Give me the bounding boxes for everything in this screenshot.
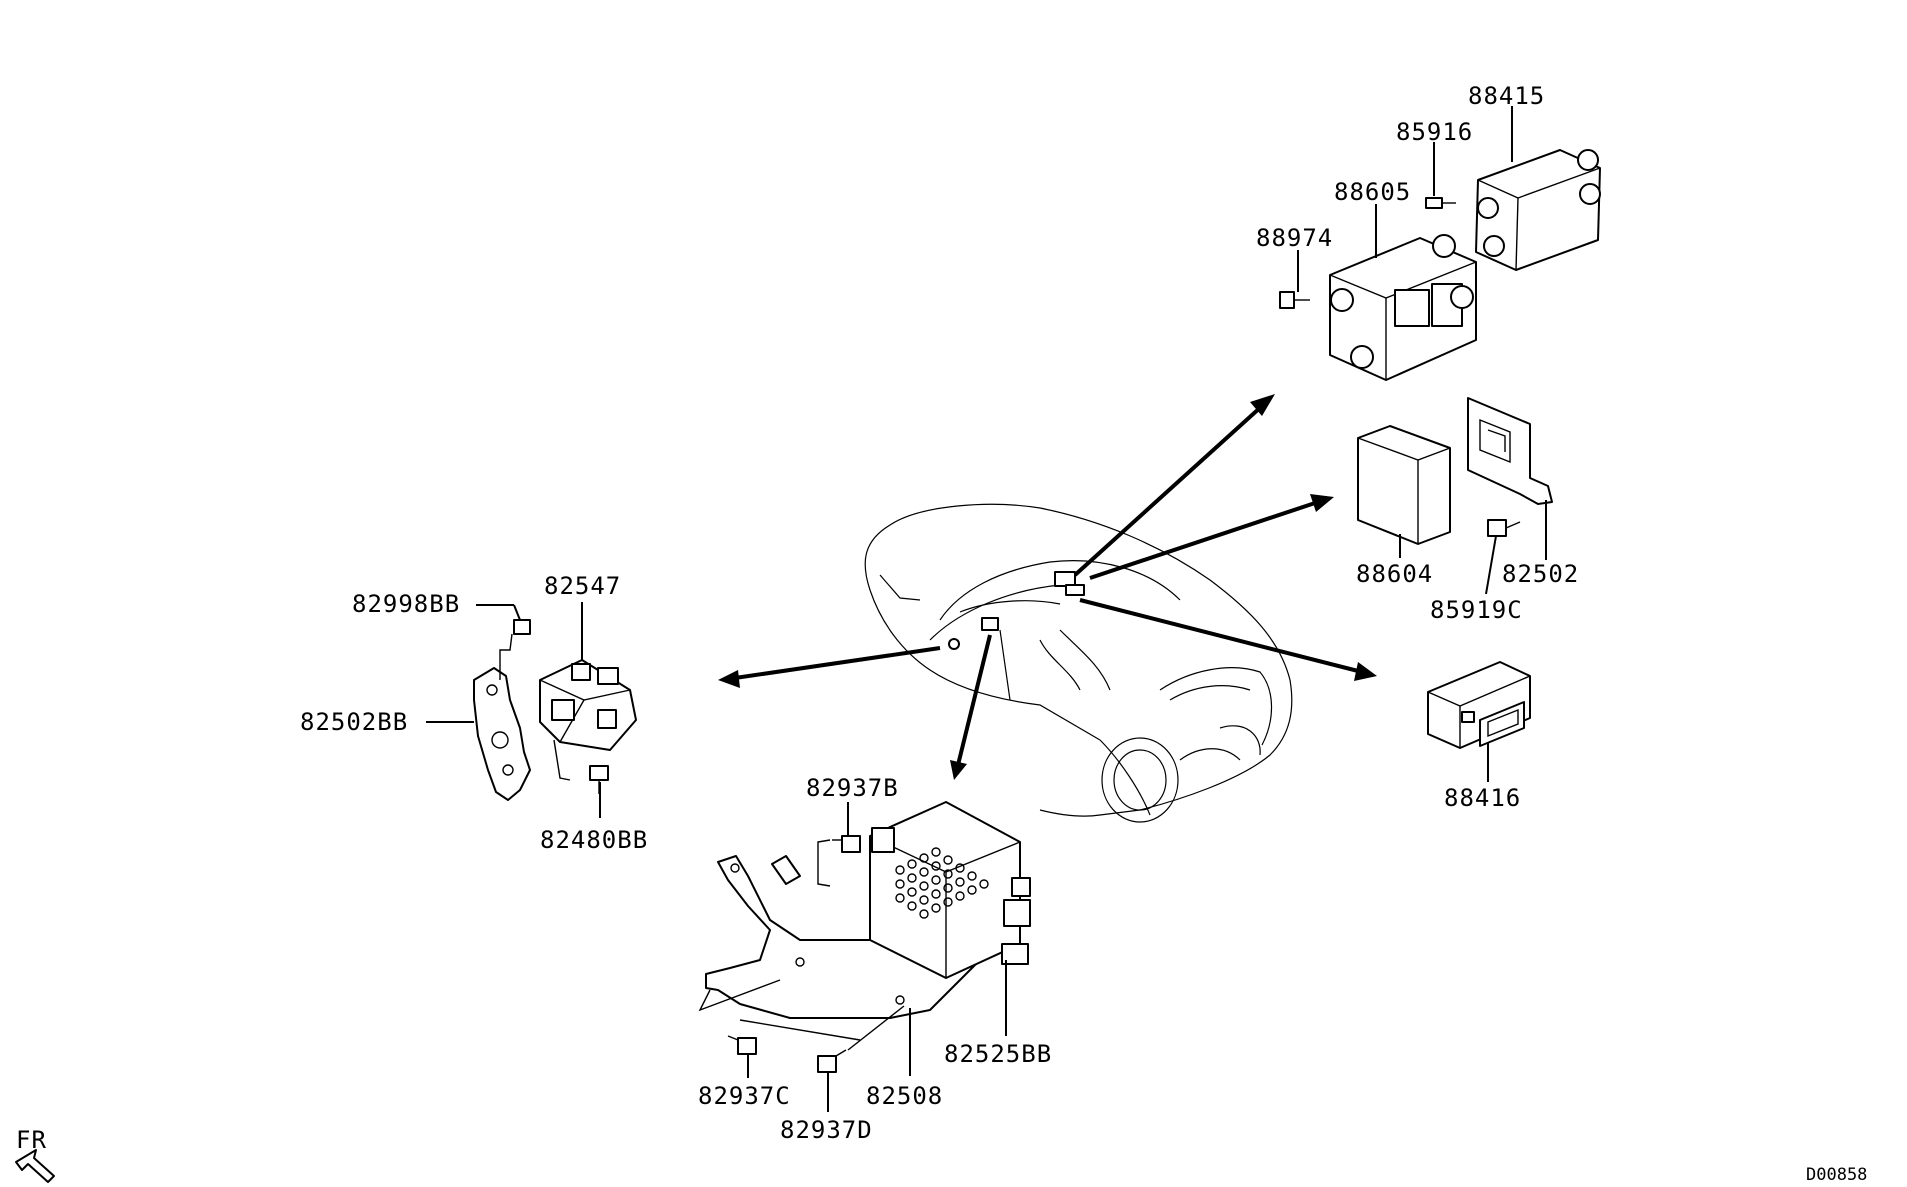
leader-lines — [426, 106, 1547, 1112]
module-88605 — [1329, 234, 1477, 381]
screw-85916 — [1425, 197, 1456, 209]
label-85916: 85916 — [1396, 118, 1473, 146]
label-88416: 88416 — [1444, 784, 1521, 812]
front-marker-label: FR — [16, 1126, 47, 1154]
label-82508: 82508 — [866, 1082, 943, 1110]
module-82547 — [539, 659, 637, 751]
location-arrows — [718, 394, 1377, 780]
label-88605: 88605 — [1334, 178, 1411, 206]
screw-88974 — [1279, 291, 1310, 309]
front-direction-marker: FR — [15, 1126, 55, 1183]
label-82937D: 82937D — [780, 1116, 873, 1144]
module-88415 — [1475, 149, 1601, 271]
label-85919C: 85919C — [1430, 596, 1523, 624]
label-82937C: 82937C — [698, 1082, 791, 1110]
label-82937B: 82937B — [806, 774, 899, 802]
label-82525BB: 82525BB — [944, 1040, 1052, 1068]
label-88604: 88604 — [1356, 560, 1433, 588]
bracket-82502 — [1467, 397, 1553, 505]
front-arrow-icon — [15, 1149, 55, 1183]
label-88974: 88974 — [1256, 224, 1333, 252]
vent-grille — [895, 847, 989, 919]
module-88604 — [1357, 425, 1451, 545]
label-88415: 88415 — [1468, 82, 1545, 110]
module-82525BB — [869, 801, 1031, 979]
label-82547: 82547 — [544, 572, 621, 600]
label-82480BB: 82480BB — [540, 826, 648, 854]
label-82502: 82502 — [1502, 560, 1579, 588]
bracket-82508 — [705, 855, 1001, 1019]
bolt-82937B — [817, 835, 861, 887]
label-82998BB: 82998BB — [352, 590, 460, 618]
switch-88416 — [1427, 661, 1531, 749]
drawing-reference: D00858 — [1806, 1165, 1867, 1185]
nut-82998BB — [499, 619, 531, 680]
bracket-82502BB — [473, 667, 531, 801]
screw-85919C — [1487, 519, 1521, 537]
label-82502BB: 82502BB — [300, 708, 408, 736]
vehicle-outline — [864, 503, 1293, 823]
